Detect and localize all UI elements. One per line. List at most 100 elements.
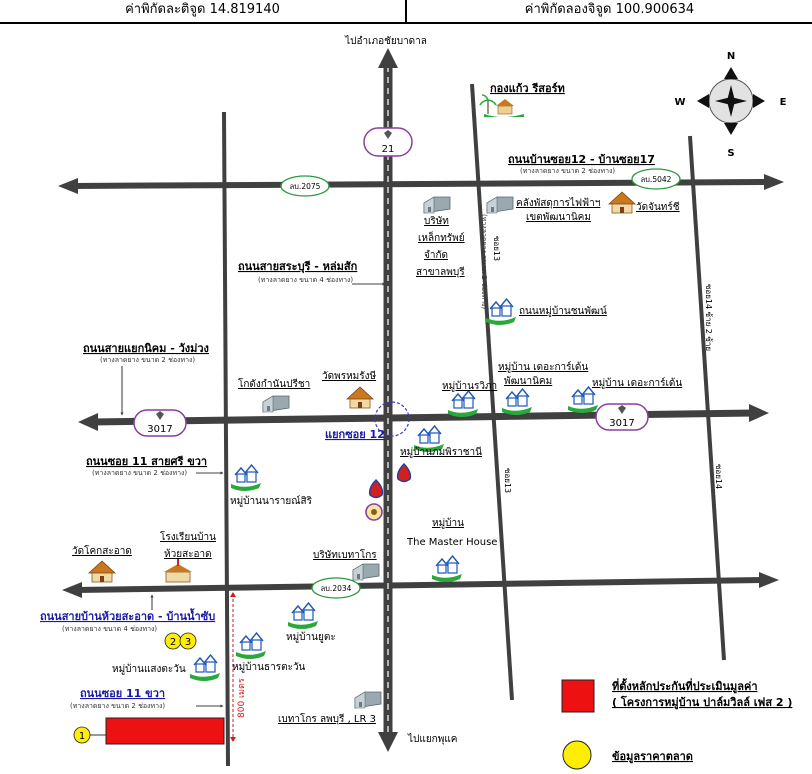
svg-text:2: 2 xyxy=(170,637,176,648)
village-korn-icon xyxy=(485,298,517,326)
temple-mid-label: วัดพรหมรังษี xyxy=(322,370,377,382)
market-marker-3[interactable]: 3 xyxy=(179,632,197,650)
legend-subject-swatch xyxy=(561,679,595,713)
road-soi13-lower: ซอย13 xyxy=(503,468,512,493)
resort-label: กองแก้ว รีสอร์ท xyxy=(490,82,565,95)
village-garden2-label: หมู่บ้าน เดอะการ์เด้น xyxy=(592,377,682,389)
road-mid-sub: (ทางลาดยาง ขนาด 2 ช่องทาง) xyxy=(100,356,195,364)
betagro-label: เบทาโกร ลพบุรี , LR 3 xyxy=(278,712,376,725)
route-3017-left-shield: 3017 xyxy=(133,409,187,437)
steel-company-icon xyxy=(423,196,451,214)
road-soi14-lower: ซอย14 xyxy=(714,464,723,489)
master-house-label-1: หมู่บ้าน xyxy=(432,517,464,529)
school-label-1: โรงเรียนบ้าน xyxy=(160,530,216,543)
svg-text:ลบ.2034: ลบ.2034 xyxy=(321,584,352,593)
village-garden1-label-2: พัฒนานิคม xyxy=(504,376,552,387)
company-mid-label: บริษัทเบทาโกร xyxy=(313,548,377,561)
latitude-value: ค่าพิกัดละติจูด 14.819140 xyxy=(0,0,407,22)
legend-subject-label: ที่ตั้งหลักประกันที่ประเมินมูลค่า xyxy=(612,678,758,694)
north-direction-label: ไปอำเภอชัยบาดาล xyxy=(344,35,427,47)
market-marker-1[interactable]: 1 xyxy=(73,726,91,744)
subject-property-marker[interactable] xyxy=(105,717,225,745)
svg-text:ลบ.5042: ลบ.5042 xyxy=(641,175,672,184)
road-soi11-sub: (ทางลาดยาง ขนาด 2 ช่องทาง) xyxy=(92,469,187,477)
village-rawi-icon xyxy=(447,390,479,418)
village-saeng-label: หมู่บ้านแสงตะวัน xyxy=(112,663,186,675)
temple-mid-icon xyxy=(346,386,374,409)
road-left-vertical xyxy=(222,111,230,767)
route-3017-right-shield: 3017 xyxy=(595,403,649,431)
gas-station-icon xyxy=(368,479,384,499)
road-soi11b-sub: (ทางลาดยาง ขนาด 2 ช่องทาง) xyxy=(70,702,165,710)
betagro-icon xyxy=(354,691,382,709)
electric-warehouse-icon xyxy=(486,196,514,214)
master-house-icon xyxy=(431,555,463,583)
master-house-label-2: The Master House xyxy=(406,537,497,548)
legend-market-label: ข้อมูลราคาตลาด xyxy=(612,750,693,764)
road-soi13-side: (ทางลาดยาง ขนาด 2 ช่องทาง) xyxy=(480,214,488,309)
temple-right-icon xyxy=(608,191,636,214)
steel-label-2: เหล็กทรัพย์ xyxy=(418,230,465,244)
compass-rose-icon: N S W E xyxy=(674,51,786,159)
road-soi13 xyxy=(470,83,514,701)
gas-station-icon-2 xyxy=(396,463,412,483)
village-nara-label: หมู่บ้านนารายณ์สิริ xyxy=(230,495,313,507)
route-21-shield: 21 xyxy=(363,127,413,157)
coordinates-header: ค่าพิกัดละติจูด 14.819140 ค่าพิกัดลองจิจ… xyxy=(0,0,812,24)
compass-e: E xyxy=(780,97,787,108)
south-direction-label: ไปแยกพุแค xyxy=(407,733,457,745)
warehouse-preecha-icon xyxy=(262,395,290,413)
road-main-highway xyxy=(378,48,398,752)
road-main-sub: (ทางลาดยาง ขนาด 4 ช่องทาง) xyxy=(258,276,353,284)
village-nara-icon xyxy=(230,464,262,492)
electric-label: คลังพัสดุการไฟฟ้าฯ xyxy=(516,197,600,209)
resort-icon xyxy=(479,94,524,117)
road-soi14-upper: ซอย14 ซ้าย 2 ซ้าย xyxy=(704,284,713,351)
village-yu-icon xyxy=(287,602,319,630)
compass-s: S xyxy=(727,148,734,159)
village-yu-label: หมู่บ้านยูตะ xyxy=(286,631,336,643)
longitude-value: ค่าพิกัดลองจิจูด 100.900634 xyxy=(524,2,695,17)
legend: ที่ตั้งหลักประกันที่ประเมินมูลค่า ( โครง… xyxy=(561,678,792,770)
company-mid-icon xyxy=(352,563,380,581)
steel-label-3: จำกัด xyxy=(424,250,448,261)
steel-label-4: สาขาลพบุรี xyxy=(416,266,465,278)
location-map[interactable]: N S W E ไปอำเภอชัยบาดาล ไปแยกพุแค 21 301… xyxy=(0,24,812,774)
electric-label-2: เขตพัฒนานิคม xyxy=(526,212,591,223)
svg-text:3: 3 xyxy=(185,637,191,648)
distance-label: 800 เมตร xyxy=(237,678,247,718)
legend-market-swatch xyxy=(562,740,592,770)
temple-right-label: วัดจันทร์ชี xyxy=(636,201,680,213)
legend-project-label: ( โครงการหมู่บ้าน ปาล์มวิลล์ เฟส 2 ) xyxy=(612,695,792,710)
village-rawi-label: หมู่บ้านรวิภา xyxy=(442,380,497,392)
market-marker-2[interactable]: 2 xyxy=(164,632,182,650)
junction-label: แยกซอย 12 xyxy=(325,428,385,441)
temple-left-icon xyxy=(88,560,116,583)
school-icon xyxy=(164,558,192,583)
route-2034-shield: ลบ.2034 xyxy=(311,577,361,599)
village-saeng-icon xyxy=(189,654,221,682)
steel-label-1: บริษัท xyxy=(424,216,449,227)
compass-n: N xyxy=(727,51,735,62)
village-than-label: หมู่บ้านธารตะวัน xyxy=(232,661,306,673)
road-huai-sub: (ทางลาดยาง ขนาด 4 ช่องทาง) xyxy=(62,625,157,633)
village-garden2-icon xyxy=(567,386,599,414)
temple-left-label: วัดโคกสะอาด xyxy=(72,544,132,557)
svg-text:21: 21 xyxy=(382,144,395,155)
svg-text:1: 1 xyxy=(79,731,85,742)
village-garden1-icon xyxy=(501,388,533,416)
junction-circle xyxy=(374,401,410,437)
road-lower xyxy=(62,572,779,598)
svg-text:3017: 3017 xyxy=(147,424,172,435)
road-soi11b-name: ถนนซอย 11 ขวา xyxy=(80,687,165,700)
svg-text:ลบ.2075: ลบ.2075 xyxy=(290,182,321,191)
road-top-sub: (ทางลาดยาง ขนาด 2 ช่องทาง) xyxy=(520,167,615,175)
village-phasi-label: หมู่บ้านภมพิราชานี xyxy=(400,446,482,458)
road-mid-name: ถนนสายแยกนิคม - วังม่วง xyxy=(83,342,209,355)
road-soi14 xyxy=(688,135,726,661)
cafe-icon xyxy=(365,503,383,521)
village-garden1-label: หมู่บ้าน เดอะการ์เด้น xyxy=(498,361,588,373)
road-soi11-name: ถนนซอย 11 สายศรี ขวา xyxy=(86,455,207,468)
road-main-name: ถนนสายสระบุรี - หล่มสัก xyxy=(238,260,358,274)
compass-w: W xyxy=(674,97,685,108)
